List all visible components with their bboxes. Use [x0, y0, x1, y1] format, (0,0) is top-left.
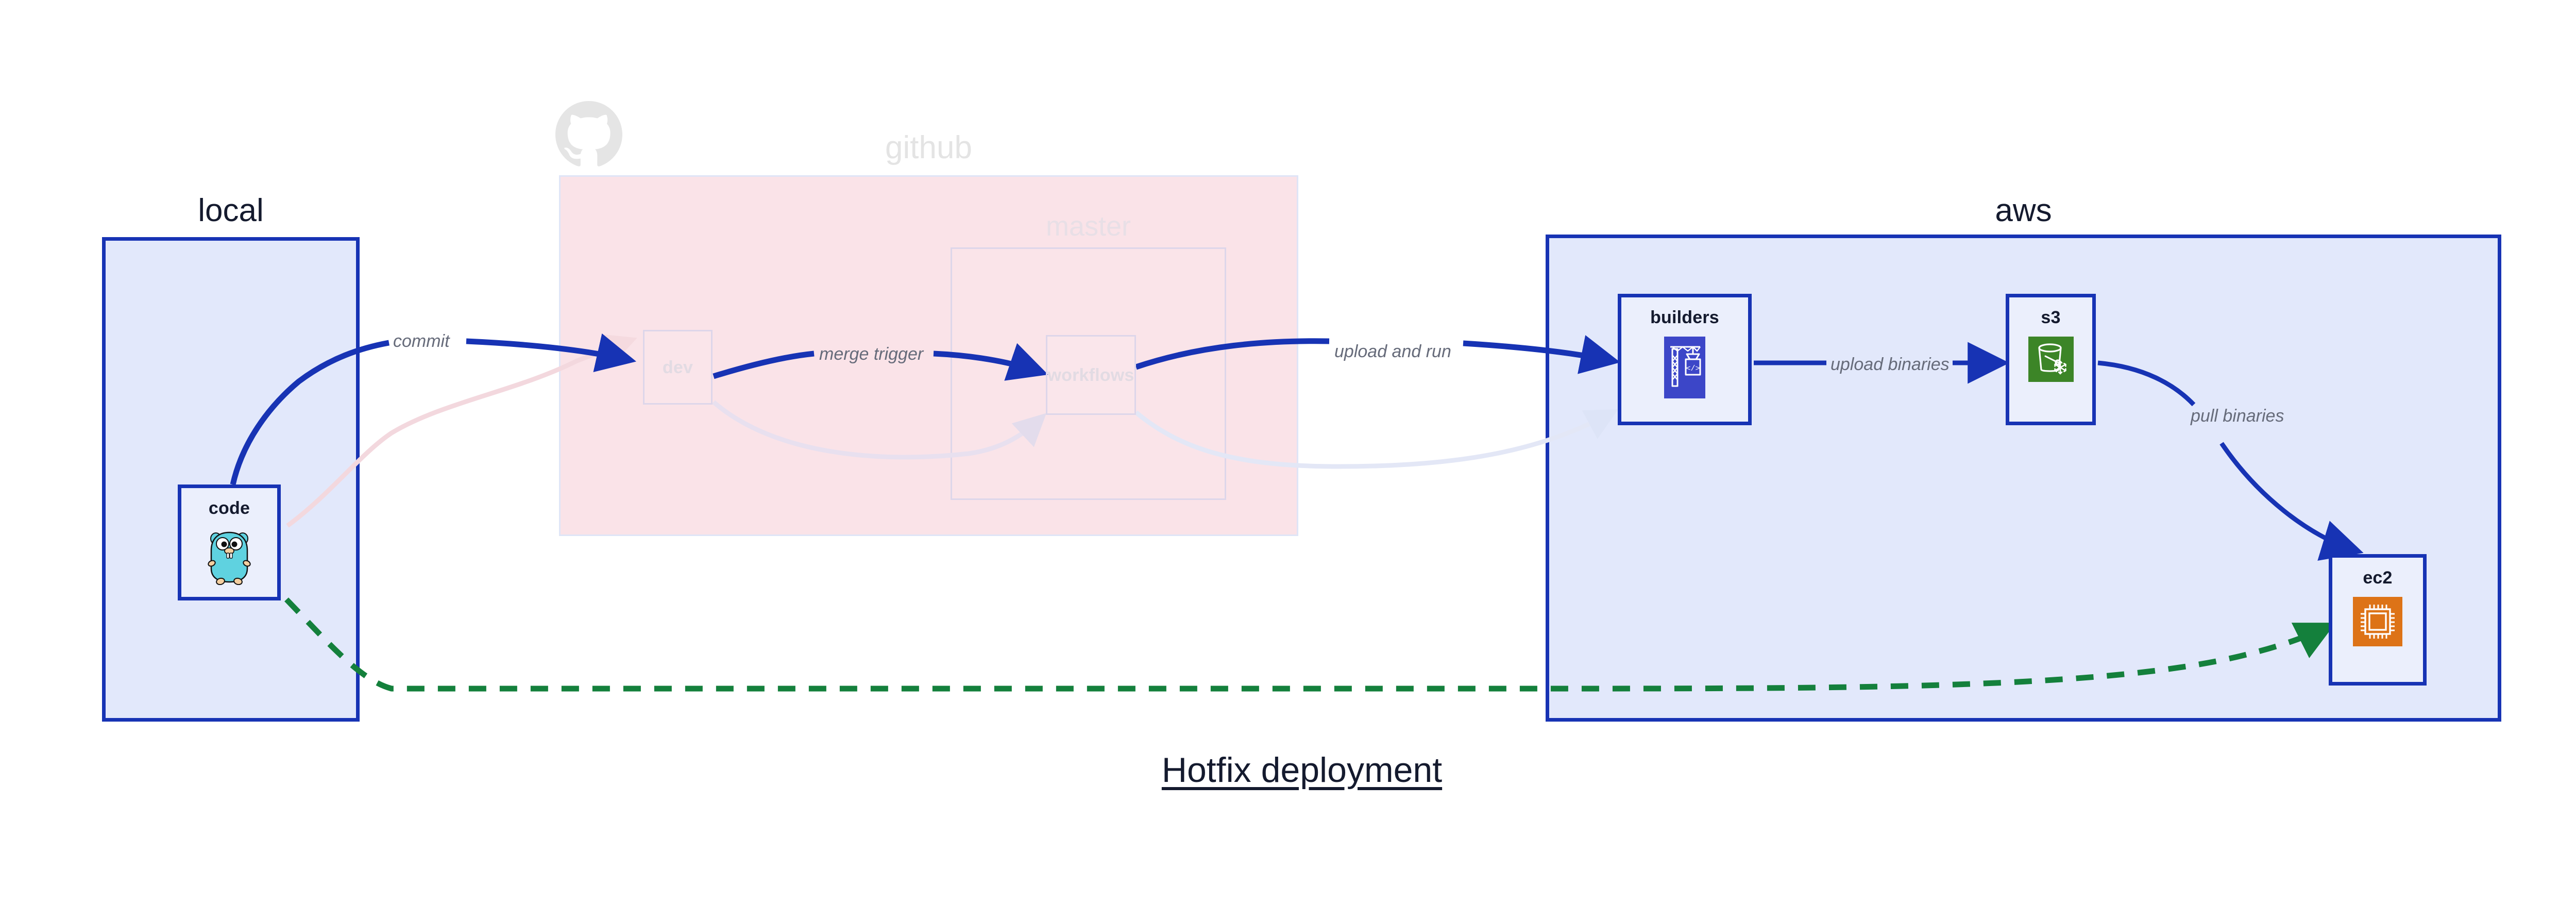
node-s3-label: s3 [2041, 308, 2061, 327]
edge-label-pull-binaries: pull binaries [2191, 406, 2284, 426]
cluster-github-label: github [885, 130, 972, 165]
node-workflows[interactable]: workflows [1046, 335, 1136, 415]
go-gopher-icon [208, 531, 251, 585]
edge-label-upload-binaries: upload binaries [1831, 355, 1950, 374]
github-octocat-icon [555, 101, 622, 166]
node-ec2-label: ec2 [2363, 568, 2393, 588]
cluster-master-label: master [1045, 211, 1131, 242]
aws-codebuild-icon: </> [1664, 337, 1705, 398]
node-code[interactable]: code [178, 485, 281, 600]
node-dev[interactable]: dev [643, 330, 713, 405]
node-builders[interactable]: builders </> [1618, 294, 1752, 425]
node-s3[interactable]: s3 [2006, 294, 2096, 425]
svg-text:</>: </> [1686, 364, 1700, 373]
edge-label-commit: commit [393, 331, 450, 351]
node-workflows-label: workflows [1047, 365, 1134, 385]
node-builders-label: builders [1650, 308, 1719, 327]
node-dev-label: dev [662, 357, 693, 377]
edge-label-merge-trigger: merge trigger [819, 344, 924, 364]
diagram-title: Hotfix deployment [1161, 750, 1443, 790]
node-code-label: code [208, 498, 250, 518]
cluster-aws-label: aws [1995, 193, 2052, 228]
aws-ec2-chip-icon [2353, 597, 2402, 646]
edge-label-upload-and-run: upload and run [1334, 342, 1451, 361]
cluster-local [102, 237, 360, 722]
cluster-local-label: local [198, 193, 264, 228]
node-ec2[interactable]: ec2 [2329, 554, 2427, 686]
aws-s3-glacier-icon [2028, 337, 2074, 382]
